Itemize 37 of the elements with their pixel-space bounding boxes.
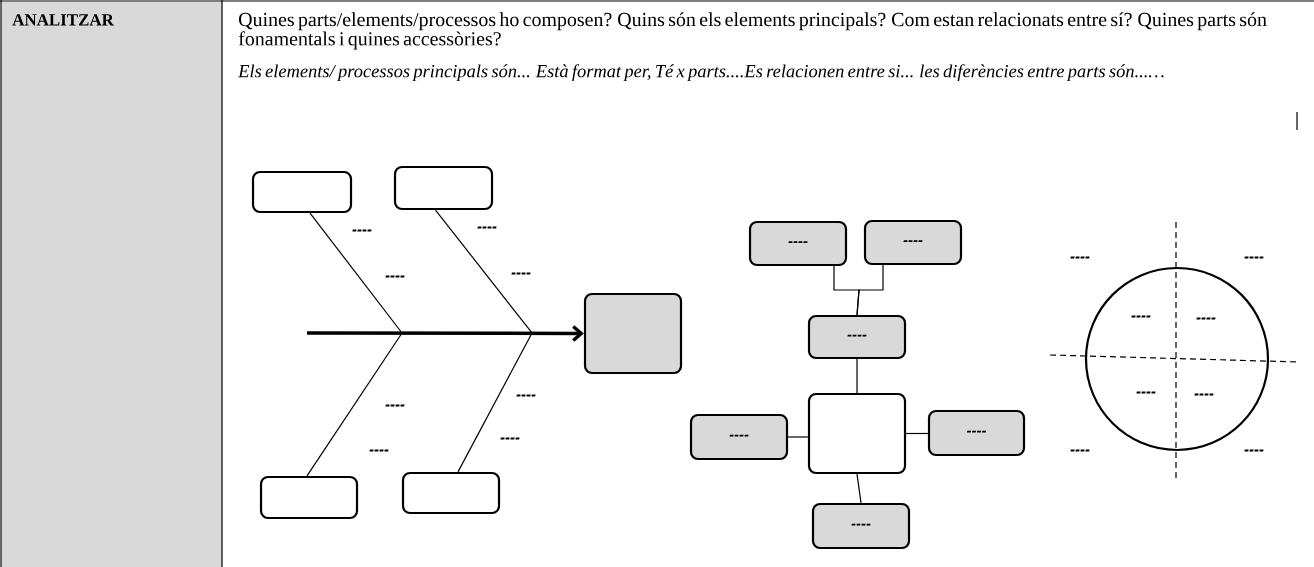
rounded-box: ---- [863,219,963,266]
main-box [583,292,683,375]
placeholder-text: ---- [352,229,372,232]
rounded-box: ---- [811,502,911,550]
center-box [807,392,907,475]
question-text: Quines parts/elements/processos ho composen? Quins són els elements principals? Com estan relacionats entre sí? Quines parts són fonamentals i quines accessòries? [238,12,1267,50]
placeholder-text: ---- [385,275,405,278]
connector-line [856,358,858,394]
rounded-box [401,471,501,515]
rounded-box [259,475,359,520]
connector-line [856,264,884,316]
placeholder-text: ---- [1070,449,1090,452]
rounded-box: ---- [927,409,1026,457]
rounded-box [393,165,494,211]
bone-line [457,332,533,473]
connector-line [905,432,929,435]
rounded-box: ---- [807,314,907,360]
bone-line [306,332,403,477]
header-label: ANALITZAR [12,14,114,26]
connector-line [856,473,862,504]
bone-line [309,212,403,334]
placeholder-text: ---- [369,449,389,452]
spine-arrow [307,325,584,342]
rounded-box [251,170,353,214]
placeholder-text: ---- [385,404,405,407]
placeholder-text: ---- [1244,449,1264,452]
rounded-box: ---- [689,413,789,461]
placeholder-text: ---- [1194,393,1214,396]
connector-line [787,436,809,438]
placeholder-text: ---- [1196,317,1216,320]
placeholder-text: ---- [1131,315,1151,318]
placeholder-text: ---- [516,394,536,397]
bone-line [434,209,533,334]
placeholder-text: ---- [511,272,531,275]
placeholder-text: ---- [1136,391,1156,394]
answer-prompt: Els elements/ processos principals són... Està format per, Té x parts....Es relacionen entre si... les diferències entre parts són...… [238,64,1164,82]
rounded-box: ---- [748,220,848,267]
